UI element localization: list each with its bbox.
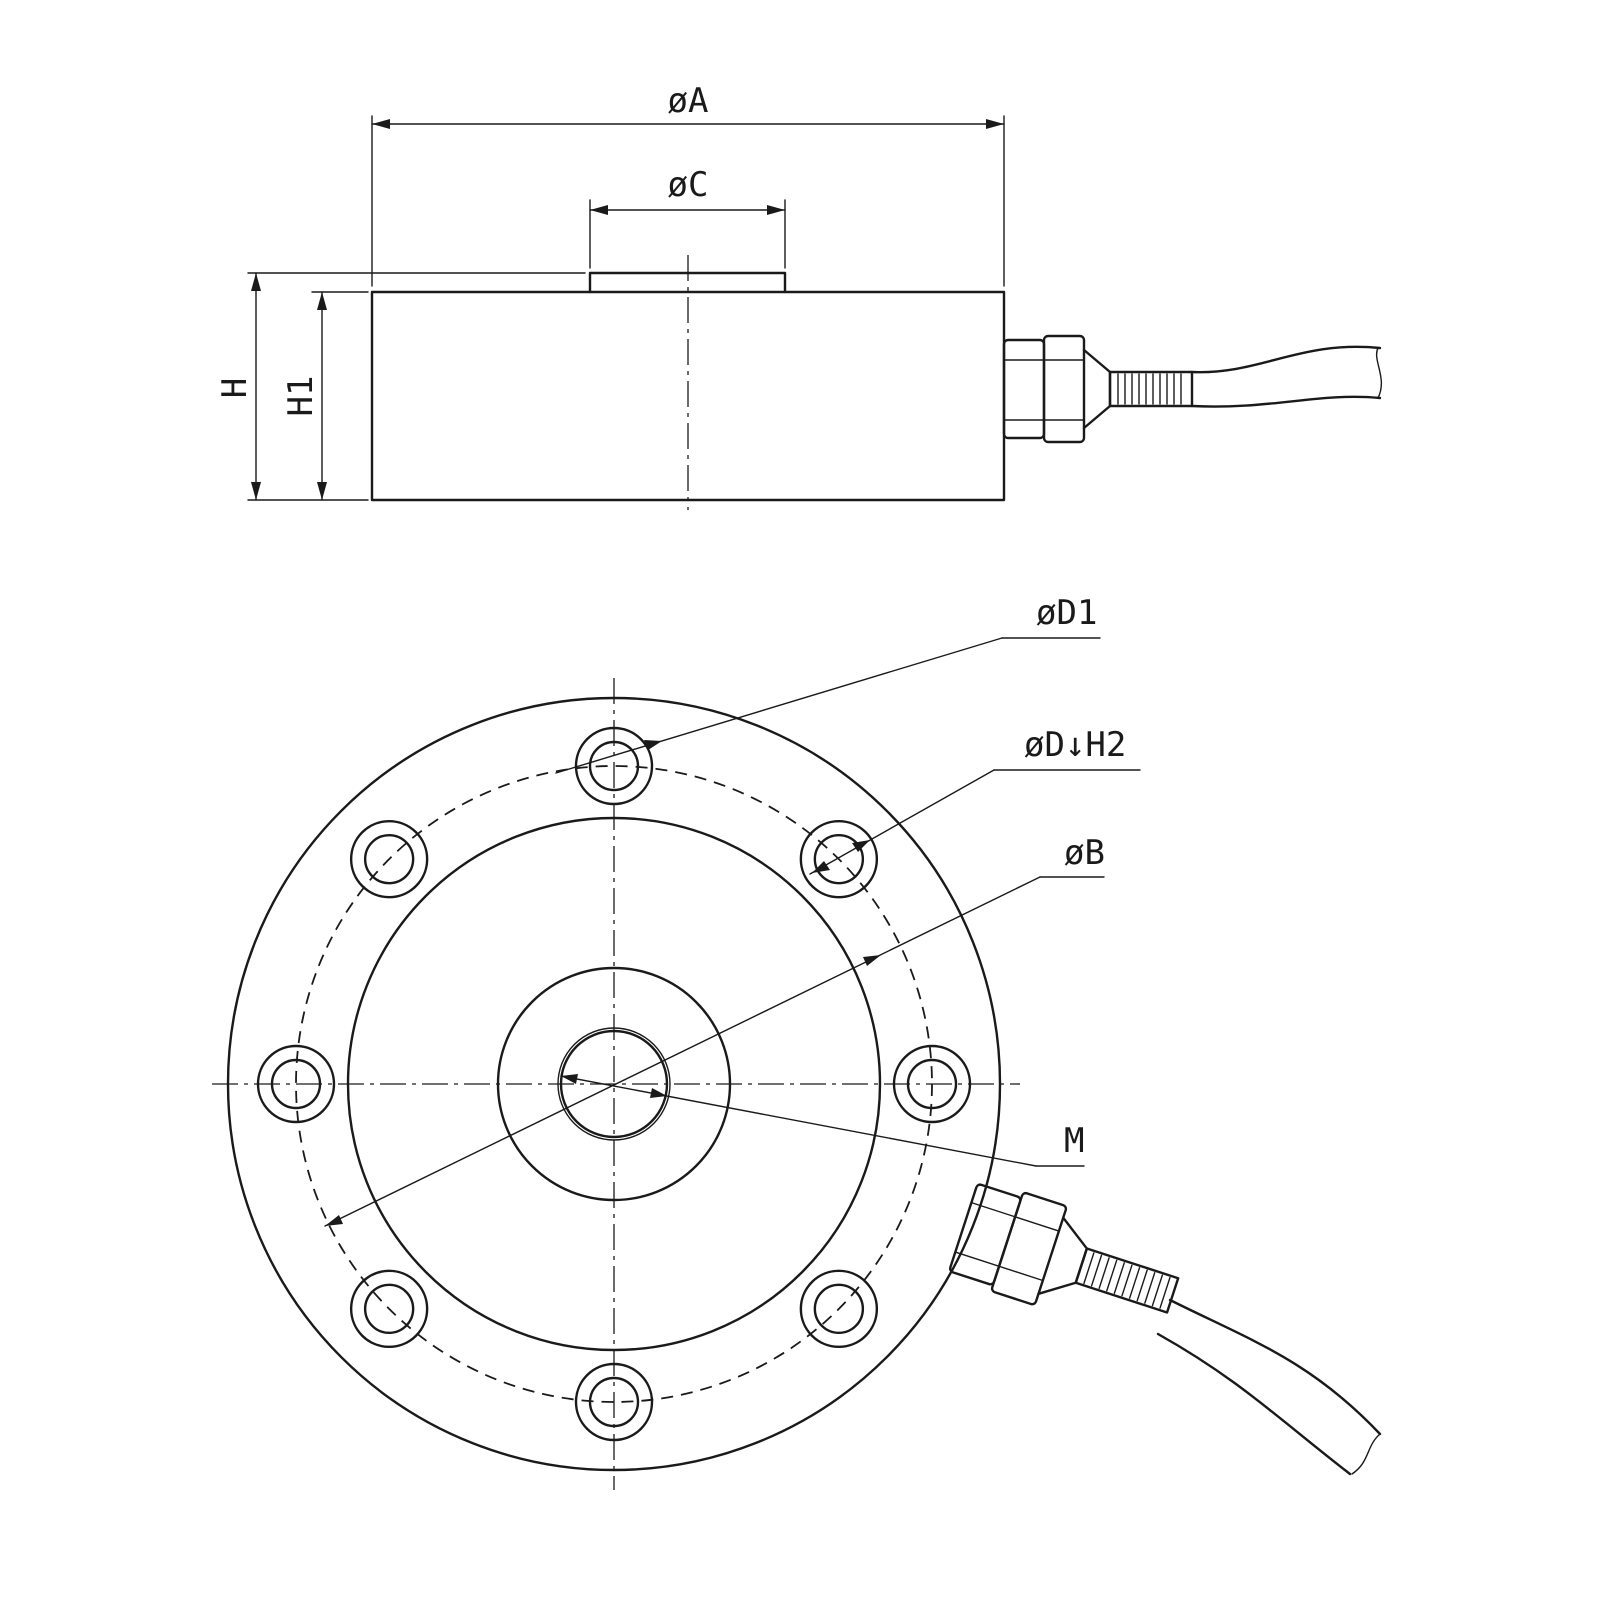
side-connector	[1002, 334, 1383, 444]
dim-dia-a: øA	[371, 81, 1005, 287]
mounting-hole	[892, 1044, 972, 1124]
mounting-hole	[256, 1044, 336, 1124]
dim-thread-m: M	[560, 1074, 1085, 1167]
label-height-h1: H1	[281, 376, 321, 417]
side-view: øA øC H H1	[215, 81, 1383, 510]
label-dia-d1: øD1	[1036, 593, 1097, 633]
load-button-circle	[496, 966, 732, 1202]
mounting-hole	[574, 1362, 654, 1442]
inner-body-circle	[346, 816, 882, 1352]
mounting-hole	[574, 726, 654, 806]
dim-dia-c: øC	[589, 165, 786, 269]
dim-height-h1: H1	[281, 291, 369, 501]
top-view: øD1 øD↓H2 øB M	[212, 593, 1382, 1490]
bolt-circle	[295, 765, 933, 1403]
thread-root-circle	[557, 1027, 671, 1141]
label-height-h: H	[215, 378, 255, 398]
top-cable	[1168, 1298, 1382, 1436]
mounting-hole	[799, 1269, 879, 1349]
mounting-holes	[256, 726, 972, 1442]
mounting-hole	[349, 1269, 429, 1349]
label-thread-m: M	[1064, 1121, 1084, 1161]
mounting-hole	[349, 819, 429, 899]
label-dia-c: øC	[668, 165, 709, 205]
thread-circle	[559, 1029, 669, 1139]
outer-flange-circle	[226, 696, 1002, 1472]
dim-height-h: H	[215, 272, 586, 501]
dim-dia-d-h2: øD↓H2	[809, 725, 1141, 875]
label-dia-a: øA	[668, 81, 709, 121]
top-connector	[948, 1183, 1180, 1314]
label-dia-d-h2: øD↓H2	[1024, 725, 1126, 765]
dim-dia-d1: øD1	[555, 593, 1101, 774]
side-cable	[1190, 345, 1382, 374]
dim-dia-b: øB	[324, 833, 1105, 1227]
label-dia-b: øB	[1064, 833, 1105, 873]
mounting-hole	[799, 819, 879, 899]
